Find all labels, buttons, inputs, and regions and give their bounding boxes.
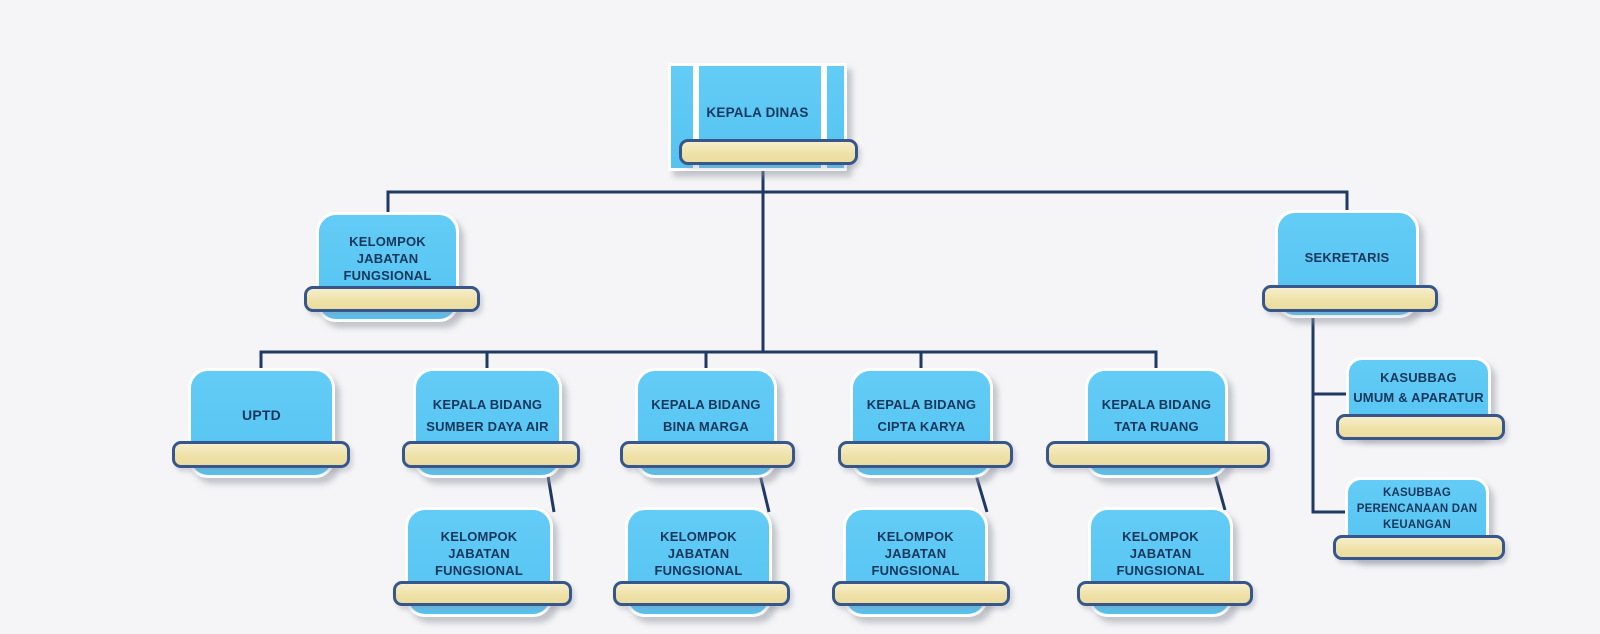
node-label: KELOMPOK JABATAN (440, 529, 518, 561)
nameplate-kjf-cipta-karya (832, 581, 1010, 606)
nameplate-kjf-sumber-daya-air (393, 581, 572, 606)
nameplate-kelompok-jabatan-fungsional (304, 286, 480, 312)
nameplate-sekretaris (1262, 285, 1438, 312)
nameplate-kasubbag-umum-aparatur (1336, 414, 1505, 440)
nameplate-bidang-sumber-daya-air (402, 441, 580, 468)
connector-level1-horizontal (386, 190, 1349, 220)
node-label: KEPALA BIDANG (1101, 397, 1212, 412)
node-label: KEPALA BIDANG (432, 397, 543, 412)
node-label: KELOMPOK JABATAN (877, 529, 954, 561)
node-label: SEKRETARIS (1304, 249, 1390, 265)
nameplate-kjf-bina-marga (613, 581, 790, 606)
node-label: KEPALA BIDANG (651, 397, 761, 412)
nameplate-bidang-cipta-karya (838, 441, 1013, 468)
nameplate-bidang-tata-ruang (1046, 441, 1270, 468)
node-label: KELOMPOK JABATAN (1122, 529, 1199, 561)
node-label: KEPALA DINAS (706, 104, 809, 120)
nameplate-kjf-tata-ruang (1077, 581, 1253, 606)
node-label: KELOMPOK JABATAN (349, 234, 426, 266)
decor-stripe-left (693, 66, 699, 168)
node-label: KEPALA BIDANG (866, 397, 977, 412)
node-label: KELOMPOK JABATAN (660, 529, 737, 561)
node-label: FUNGSIONAL (343, 268, 432, 283)
decor-stripe-right (821, 66, 827, 168)
node-label: FUNGSIONAL (871, 563, 960, 578)
connector-sekretaris-branch (1311, 308, 1346, 514)
nameplate-bidang-bina-marga (620, 441, 795, 468)
nameplate-kasubbag-perencanaan-keuangan (1333, 535, 1505, 560)
node-label: BINA MARGA (662, 419, 749, 434)
node-label: UPTD (242, 406, 281, 423)
node-label: CIPTA KARYA (877, 419, 966, 434)
node-label: UMUM & APARATUR (1353, 390, 1484, 405)
node-label: FUNGSIONAL (654, 563, 743, 578)
node-label: KASUBBAG (1380, 370, 1457, 385)
node-label: FUNGSIONAL (1116, 563, 1205, 578)
node-label: KASUBBAG (1382, 487, 1452, 499)
node-label: SUMBER DAYA AIR (426, 419, 549, 434)
node-label: PERENCANAAN DAN (1356, 503, 1478, 515)
node-label: FUNGSIONAL (435, 563, 523, 578)
node-label: KEUANGAN (1382, 519, 1452, 531)
node-label: TATA RUANG (1114, 419, 1199, 434)
connector-level2-horizontal (259, 350, 1158, 376)
nameplate-kepala-dinas (679, 139, 858, 165)
nameplate-uptd (172, 441, 350, 468)
